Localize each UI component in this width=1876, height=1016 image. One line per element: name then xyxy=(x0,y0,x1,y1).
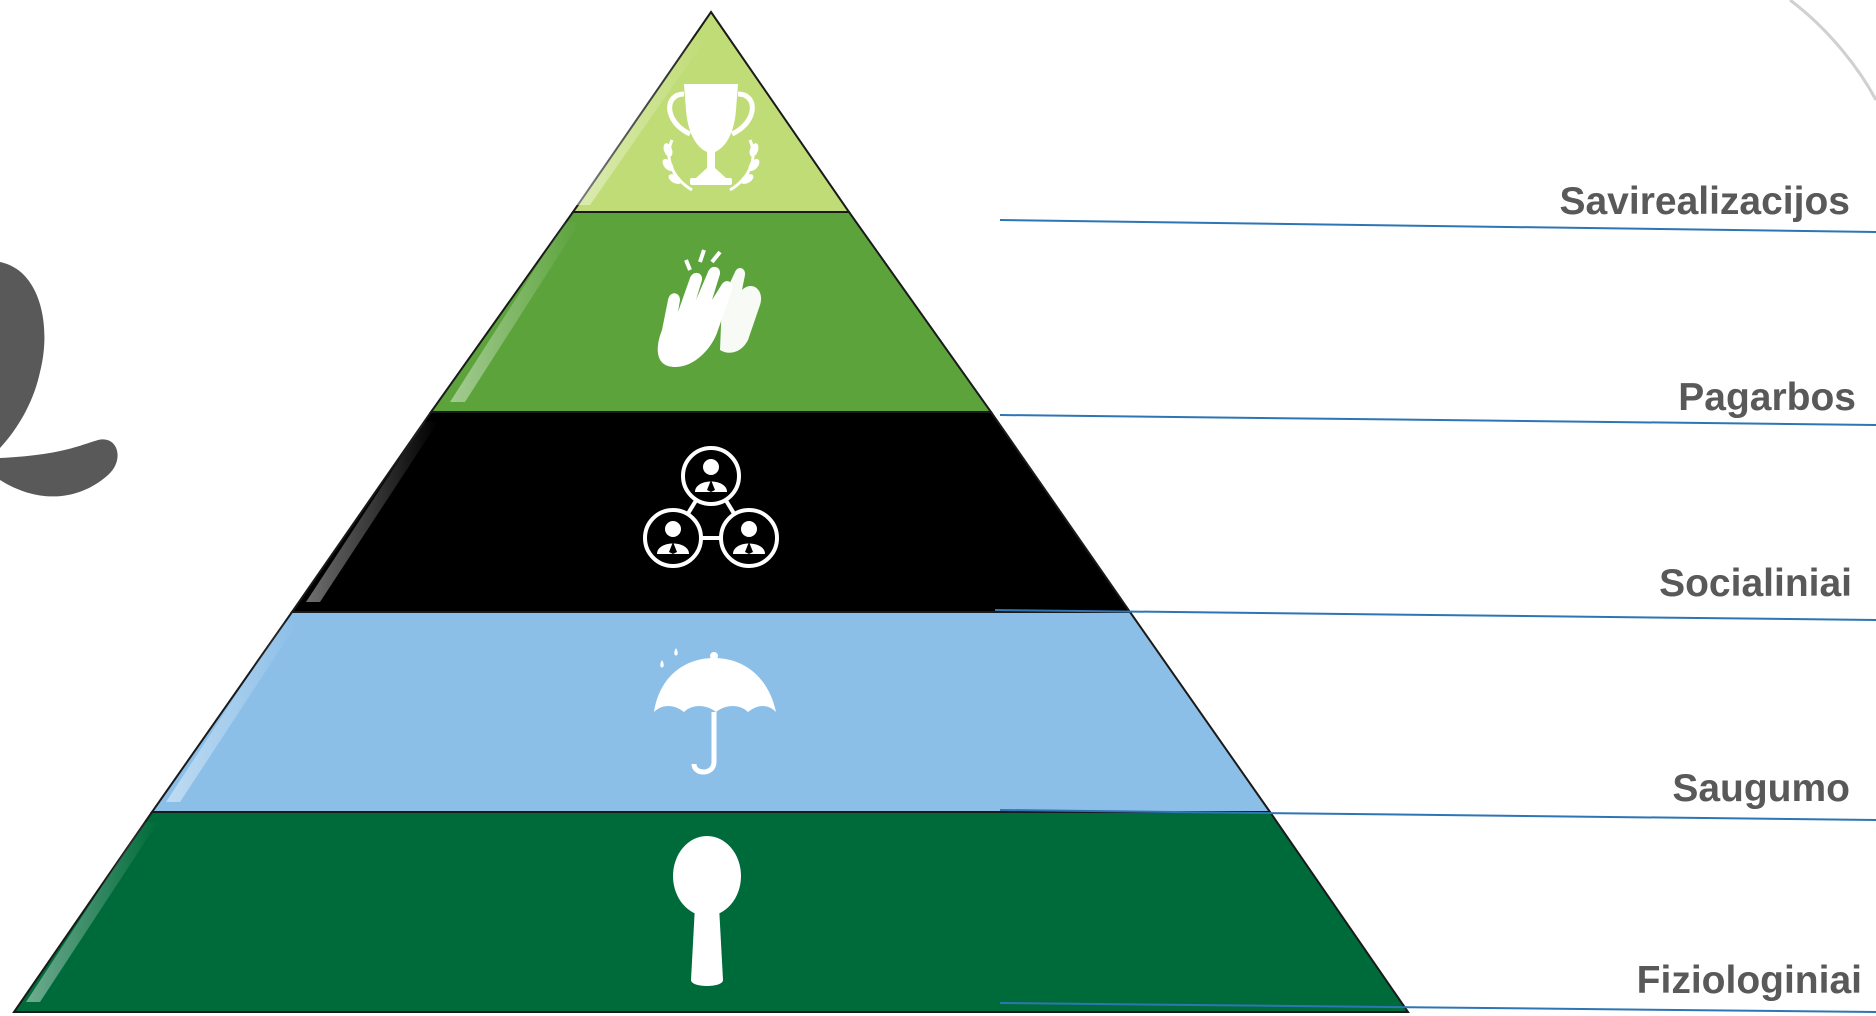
clapping-hands-icon xyxy=(657,249,762,368)
tier-highlights xyxy=(26,40,705,1002)
leader-line-socialiniai xyxy=(994,609,1876,621)
trophy-laurel-icon xyxy=(662,84,760,192)
decorative-swirl-shape xyxy=(0,262,118,497)
label-socialiniai: Socialiniai xyxy=(1659,562,1852,605)
leader-line-savirealizacijos xyxy=(999,219,1876,233)
label-saugumo: Saugumo xyxy=(1672,767,1850,810)
leader-line-fiziologiniai xyxy=(999,1002,1876,1013)
spoon-icon xyxy=(673,836,741,986)
label-pagarbos: Pagarbos xyxy=(1678,376,1856,419)
umbrella-rain-icon xyxy=(654,648,776,775)
leader-lines xyxy=(994,219,1876,1013)
tier-saugumo xyxy=(150,611,1272,813)
label-savirealizacijos: Savirealizacijos xyxy=(1559,180,1850,223)
leader-line-saugumo xyxy=(999,809,1876,821)
decorative-arc xyxy=(1789,0,1876,101)
label-fiziologiniai: Fiziologiniai xyxy=(1637,959,1862,1002)
leader-line-pagarbos xyxy=(999,414,1876,426)
people-network-icon xyxy=(643,446,779,568)
